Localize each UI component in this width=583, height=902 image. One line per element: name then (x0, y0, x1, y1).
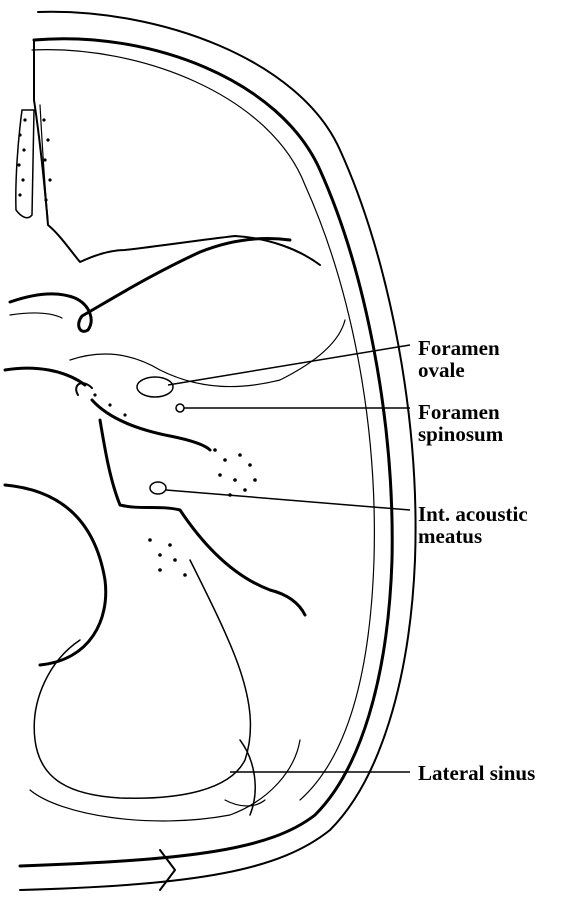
calvarium-inner (20, 39, 392, 866)
leader-foramen-ovale (168, 345, 410, 385)
label-foramen-spinosum-line2: spinosum (418, 423, 503, 445)
label-foramen-ovale-line1: Foramen (418, 337, 500, 359)
posterior-fossa (5, 485, 106, 665)
label-int-acoustic-meatus: Int. acoustic meatus (418, 503, 528, 547)
label-foramen-ovale: Foramen ovale (418, 337, 500, 381)
lesser-wing (10, 239, 290, 332)
dura-line (32, 50, 374, 800)
leader-lines (166, 345, 410, 772)
middle-fossa (70, 320, 345, 387)
foramen-spinosum-shape (176, 404, 184, 412)
int-acoustic-meatus-shape (150, 482, 166, 494)
label-int-acoustic-meatus-line1: Int. acoustic (418, 503, 528, 525)
label-foramen-ovale-line2: ovale (418, 359, 500, 381)
label-int-acoustic-meatus-line2: meatus (418, 525, 528, 547)
label-lateral-sinus: Lateral sinus (418, 762, 535, 784)
label-lateral-sinus-line1: Lateral sinus (418, 762, 535, 784)
calvarium-outer (20, 12, 416, 890)
label-foramen-spinosum: Foramen spinosum (418, 401, 503, 445)
lateral-sinus-groove (240, 740, 255, 815)
label-foramen-spinosum-line1: Foramen (418, 401, 503, 423)
foramen-ovale-shape (137, 377, 173, 397)
